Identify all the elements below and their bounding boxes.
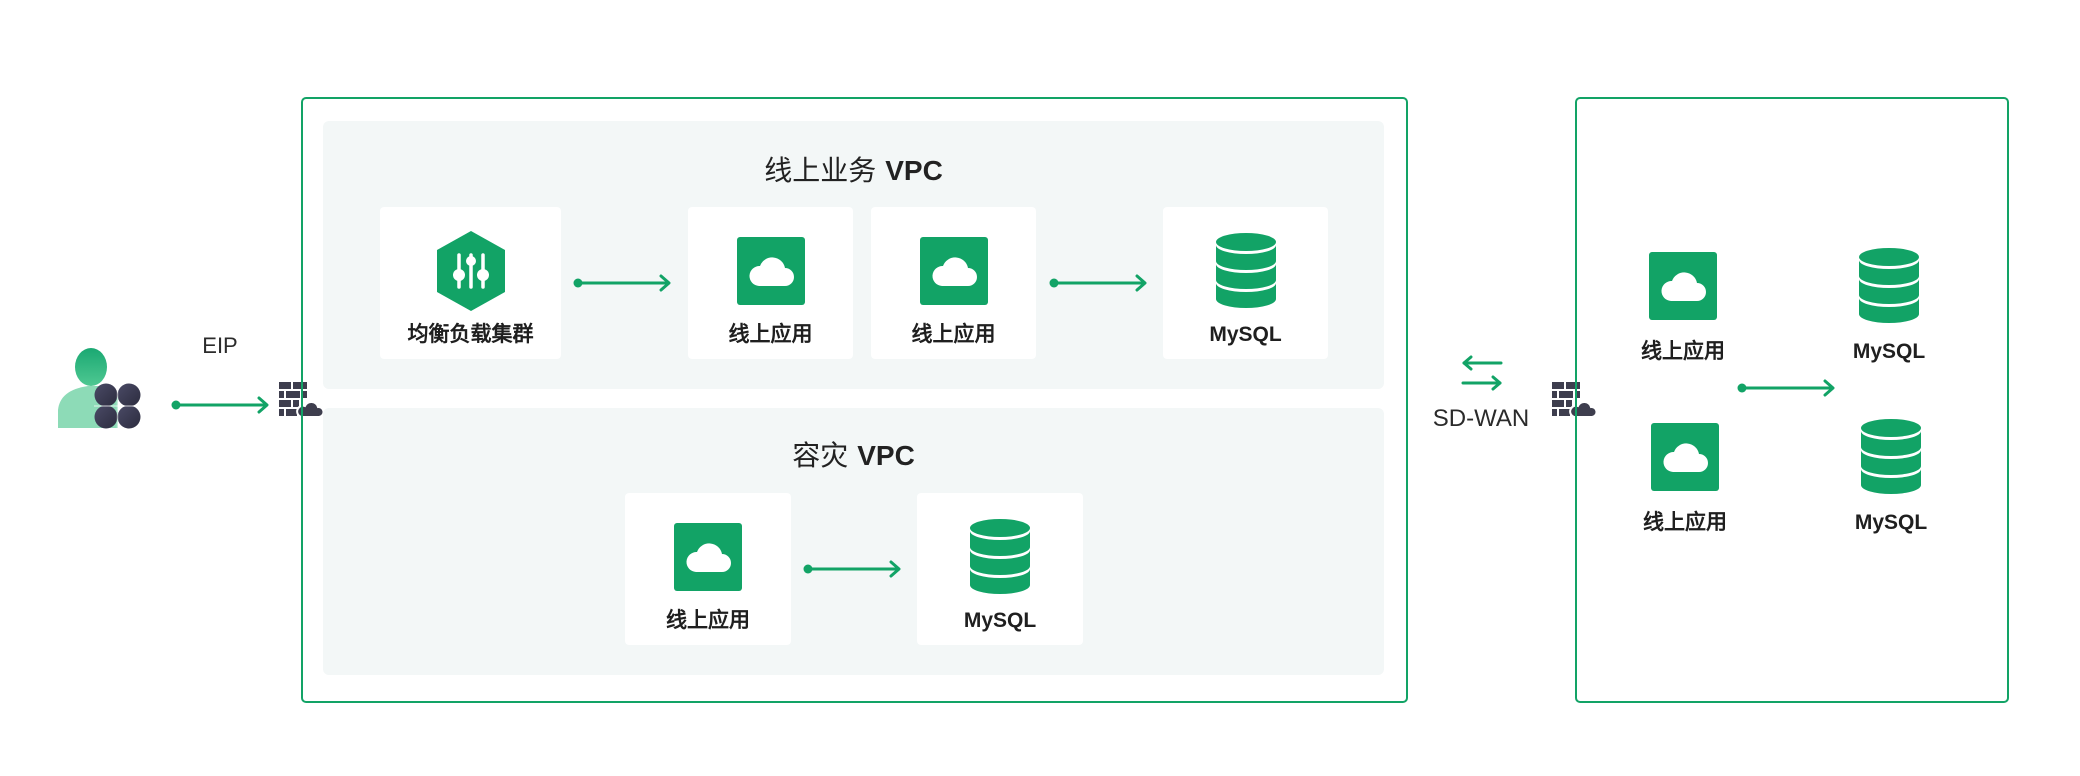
remote-node-online-app[interactable]: 线上应用 — [1613, 246, 1753, 364]
node-label: 线上应用 — [1641, 340, 1725, 363]
database-icon — [1215, 233, 1276, 308]
database-icon — [970, 519, 1030, 594]
flow-arrow — [1049, 274, 1147, 292]
remote-node-mysql[interactable]: MySQL — [1819, 246, 1959, 364]
remote-node-mysql[interactable]: MySQL — [1821, 417, 1961, 535]
database-icon — [1859, 248, 1919, 323]
node-label: 线上应用 — [728, 323, 813, 346]
database-icon — [1861, 419, 1921, 494]
node-label: 线上应用 — [911, 323, 996, 346]
panel-title: 线上业务 VPC — [323, 154, 1384, 188]
cloud-app-icon — [1649, 252, 1717, 320]
flow-arrow-eip — [171, 396, 269, 414]
cloud-app-icon — [736, 237, 805, 305]
panel-title-suffix: VPC — [857, 440, 915, 471]
load-balancer-icon — [436, 231, 505, 311]
node-label: 线上应用 — [1643, 511, 1727, 534]
flow-arrow — [573, 274, 671, 292]
swap-arrows-icon — [1461, 355, 1503, 391]
panel-title-text: 容灾 — [792, 440, 849, 471]
panel-title: 容灾 VPC — [323, 439, 1384, 473]
node-card-load-balancer[interactable]: 均衡负载集群 — [380, 207, 561, 359]
node-card-mysql[interactable]: MySQL — [1163, 207, 1328, 359]
sdwan-label: SD-WAN — [1432, 405, 1530, 432]
panel-title-text: 线上业务 — [764, 155, 877, 186]
cloud-app-icon — [674, 523, 742, 591]
node-card-online-app[interactable]: 线上应用 — [688, 207, 853, 359]
node-label: 均衡负载集群 — [407, 323, 534, 346]
node-label: 线上应用 — [666, 609, 750, 632]
node-label: MySQL — [1209, 323, 1282, 346]
remote-node-online-app[interactable]: 线上应用 — [1615, 417, 1755, 535]
cloud-region-box: 线上业务 VPC 均衡负载集群 — [301, 97, 1408, 703]
eip-label: EIP — [202, 333, 238, 358]
node-label: MySQL — [963, 609, 1037, 632]
flow-arrow — [1737, 379, 1835, 397]
firewall-icon — [279, 382, 323, 418]
node-card-mysql[interactable]: MySQL — [917, 493, 1083, 645]
remote-site-box: 线上应用 MySQL 线上应用 — [1575, 97, 2009, 703]
node-card-online-app[interactable]: 线上应用 — [871, 207, 1036, 359]
dr-vpc-panel: 容灾 VPC 线上应用 — [323, 408, 1384, 675]
online-vpc-panel: 线上业务 VPC 均衡负载集群 — [323, 121, 1384, 389]
user-icon — [58, 348, 142, 430]
node-label: MySQL — [1854, 511, 1928, 534]
cloud-app-icon — [1651, 423, 1719, 491]
flow-arrow — [803, 560, 901, 578]
panel-title-suffix: VPC — [885, 155, 943, 186]
node-label: MySQL — [1852, 340, 1926, 363]
node-card-online-app[interactable]: 线上应用 — [625, 493, 791, 645]
cloud-app-icon — [919, 237, 988, 305]
